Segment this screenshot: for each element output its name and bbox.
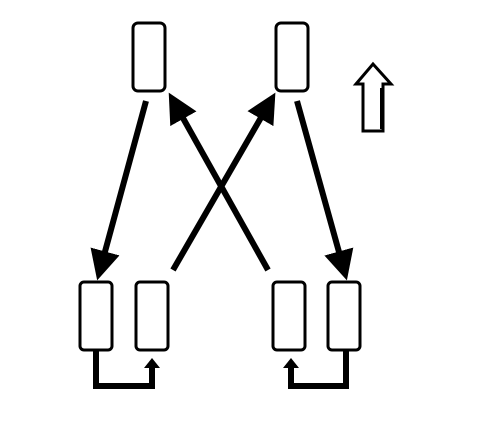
tire-bottom-right-inner	[271, 280, 307, 352]
tire-bottom-right-outer	[326, 280, 362, 352]
tire-top-left	[131, 21, 167, 93]
up-arrow-icon	[352, 61, 395, 133]
arrow-top-right-to-bottom-right-outer	[294, 100, 354, 281]
tire-bottom-left-outer	[78, 280, 114, 352]
arrow-bottom-right-inner-to-top-left	[168, 92, 271, 272]
tire-bottom-left-inner	[134, 280, 170, 352]
arrow-bottom-left-outer-to-inner	[93, 350, 160, 389]
arrow-bottom-right-outer-to-inner	[283, 350, 349, 389]
tire-top-right	[274, 21, 310, 93]
arrow-top-left-to-bottom-left-outer	[90, 100, 149, 281]
